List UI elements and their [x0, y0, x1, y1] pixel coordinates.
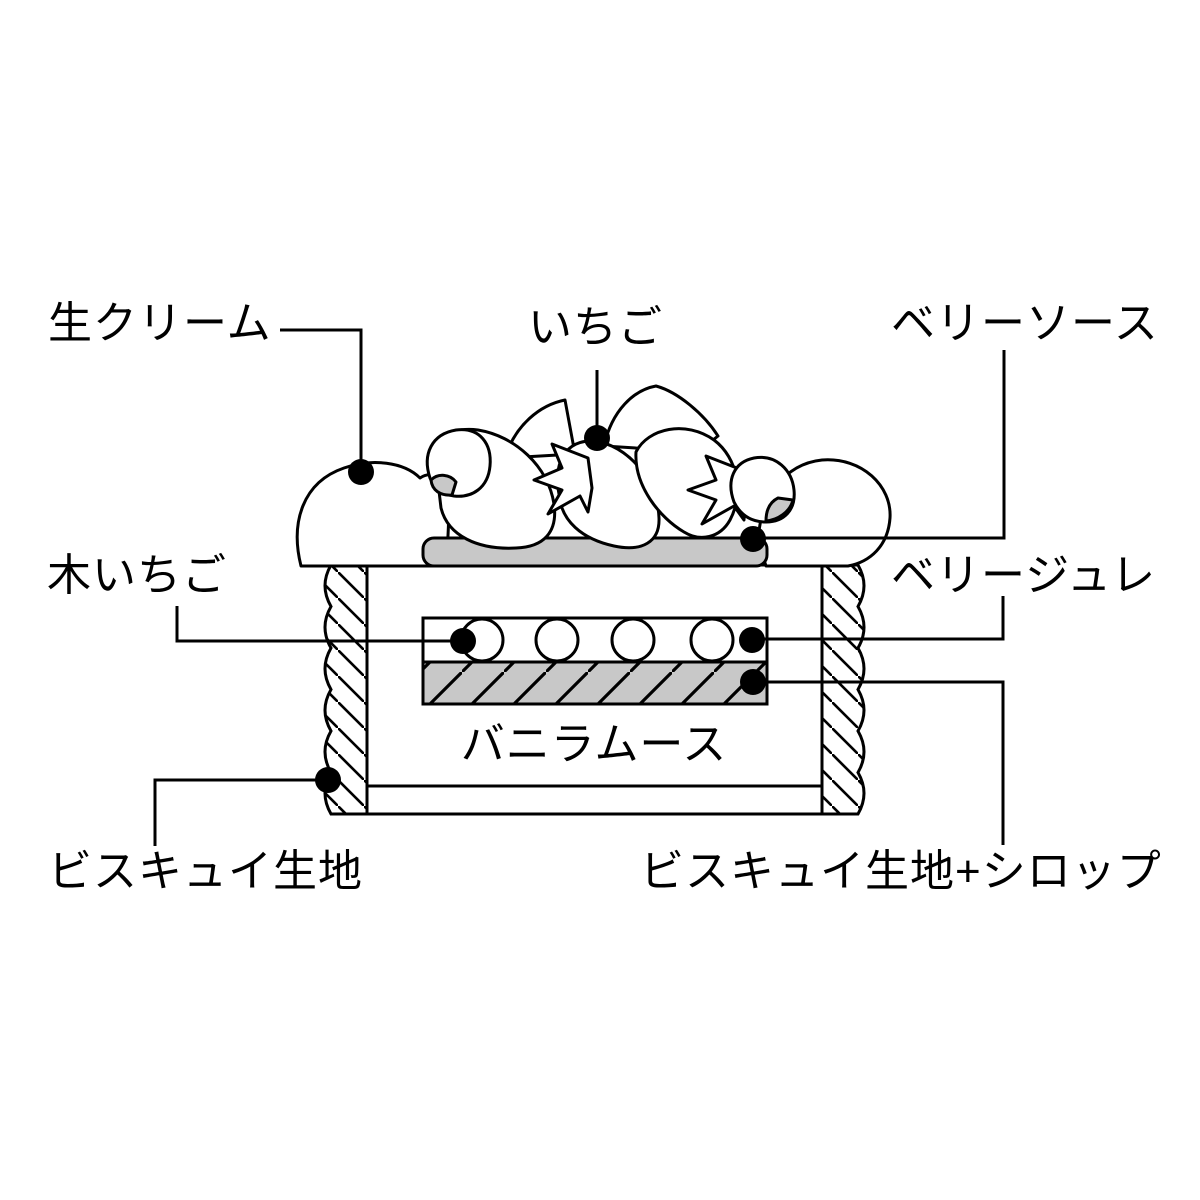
callout-dot-berry-sauce: [740, 526, 766, 552]
callout-line-berry-sauce: [753, 350, 1006, 540]
raspberry-circle: [689, 617, 735, 663]
label-vanilla-mousse: バニラムース: [460, 720, 728, 769]
callout-line-cream: [280, 328, 363, 472]
top-decoration: [295, 384, 892, 568]
raspberry-circle: [610, 617, 656, 663]
biscuit-syrup-layer: [421, 660, 769, 706]
callout-line-biscuit: [153, 778, 328, 846]
label-biscuit-syrup: ビスキュイ生地+シロップ: [640, 847, 1162, 896]
callout-dot-raspberry: [450, 628, 476, 654]
callout-dot-berry-jelly: [739, 627, 765, 653]
biscuit-side-right: [820, 563, 866, 816]
label-biscuit: ビスキュイ生地: [48, 847, 363, 896]
label-berry-jelly: ベリージュレ: [891, 551, 1157, 600]
callout-lines: [153, 328, 1006, 846]
strawberry-calyx-center: [532, 442, 594, 516]
label-raspberry: 木いちご: [47, 551, 227, 600]
callout-dot-biscuit-syrup: [740, 669, 766, 695]
berry-right-notch: [764, 496, 795, 523]
label-berry-sauce: ベリーソース: [891, 299, 1159, 348]
callout-dot-cream: [348, 459, 374, 485]
callout-dots: [315, 425, 766, 793]
callout-line-berry-jelly: [752, 596, 1005, 641]
callout-dot-biscuit: [315, 767, 341, 793]
callout-line-biscuit-syrup: [753, 680, 1005, 845]
callout-line-raspberry: [175, 606, 463, 643]
label-cream: 生クリーム: [48, 299, 272, 348]
label-strawberry: いちご: [528, 303, 663, 352]
callout-dot-strawberry: [584, 425, 610, 451]
berry-dollop-left-notch: [429, 473, 458, 497]
cake-body: [323, 563, 866, 816]
raspberry-circle: [534, 617, 580, 663]
